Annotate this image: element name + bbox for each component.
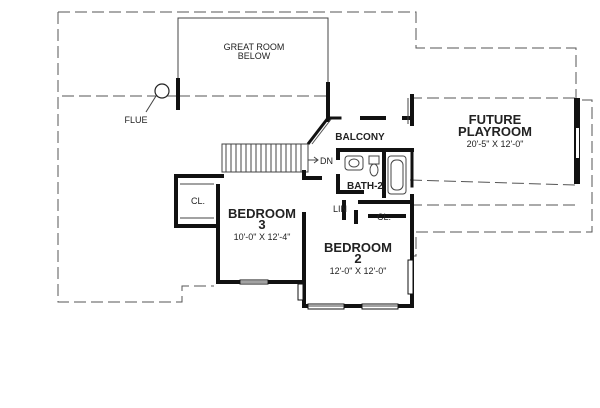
bedroom-3-dims: 10'-0" X 12'-4" <box>234 232 291 242</box>
windows <box>239 98 580 310</box>
bedroom-3-title: BEDROOM <box>228 206 296 221</box>
bath-2-label: BATH-2 <box>347 181 383 192</box>
bedroom-2-dims: 12'-0" X 12'-0" <box>330 266 387 276</box>
great-room-label: GREAT ROOM <box>224 42 285 52</box>
balcony-rail <box>306 116 342 145</box>
future-playroom-dims: 20'-5" X 12'-0" <box>467 139 524 149</box>
closet-bedroom-3-label: CL. <box>191 196 205 206</box>
balcony-label: BALCONY <box>335 132 385 143</box>
walls <box>174 94 414 308</box>
flue-label: FLUE <box>124 115 147 125</box>
flue-icon <box>154 83 170 99</box>
great-room-below-label: BELOW <box>238 51 271 61</box>
roof-outline <box>57 11 593 303</box>
future-playroom-title-2: PLAYROOM <box>458 124 532 139</box>
bath-fixtures <box>344 155 407 195</box>
linen-label: LIN <box>333 204 347 214</box>
future-playroom-title: FUTURE <box>469 112 522 127</box>
great-room-outline <box>176 17 330 122</box>
stair <box>221 143 319 173</box>
bedroom-2-number: 2 <box>354 251 361 266</box>
bedroom-3-number: 3 <box>258 217 265 232</box>
closet-bedroom-2-label: CL. <box>377 212 391 222</box>
bedroom-2-title: BEDROOM <box>324 240 392 255</box>
stair-down-label: DN <box>320 156 333 166</box>
